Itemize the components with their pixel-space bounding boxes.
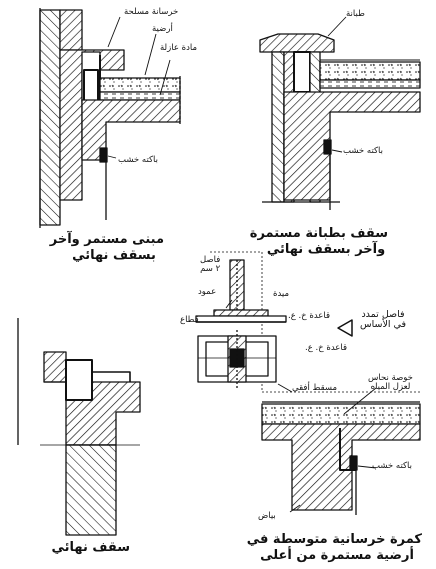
caption-bottom-left: سقف نهائي bbox=[51, 540, 130, 555]
caption-top-right: سقف بطبانة مستمرة وآخر بسقف نهائي bbox=[249, 226, 388, 258]
label-expansion-joint: فاصل تمدد في الأساس bbox=[360, 309, 406, 330]
label-flooring: أرضية bbox=[152, 24, 173, 34]
label-insulation: مادة عازلة bbox=[160, 43, 197, 53]
caption-top-left: مبنى مستمر وآخر بسقف نهائي bbox=[49, 232, 164, 264]
label-plaster: بياض bbox=[258, 511, 276, 521]
label-wood-trim-right: باكته خشب bbox=[343, 146, 384, 156]
detail-bottom-right bbox=[261, 387, 421, 515]
detail-bottom-left bbox=[17, 318, 141, 536]
detail-center bbox=[195, 251, 420, 393]
detail-top-left bbox=[39, 8, 181, 228]
caption-bottom-right: كمرة خرسانية متوسطة في أرضية مستمرة من أ… bbox=[246, 532, 422, 564]
label-coping: طبانة bbox=[346, 9, 365, 19]
label-reinforced-concrete: خرسانة مسلحة bbox=[124, 7, 179, 17]
label-plan: مسقط أفقي bbox=[292, 383, 338, 393]
label-wood-trim-bottom: باكته خشب bbox=[372, 461, 413, 471]
label-gap-2cm: فاصل ٢ سم bbox=[200, 255, 221, 274]
detail-top-right bbox=[259, 16, 421, 210]
label-footing-1: قاعدة خ. ع. bbox=[288, 311, 331, 321]
label-copper-strip: خوصة نحاس لعزل المياه bbox=[368, 373, 413, 392]
label-wood-trim-left: باكته خشب bbox=[118, 155, 159, 165]
label-column: عمود bbox=[198, 287, 217, 297]
label-beam: ميدة bbox=[273, 289, 290, 299]
label-section: قطاع bbox=[180, 315, 199, 325]
label-footing-2: قاعدة خ. ع. bbox=[305, 343, 348, 353]
